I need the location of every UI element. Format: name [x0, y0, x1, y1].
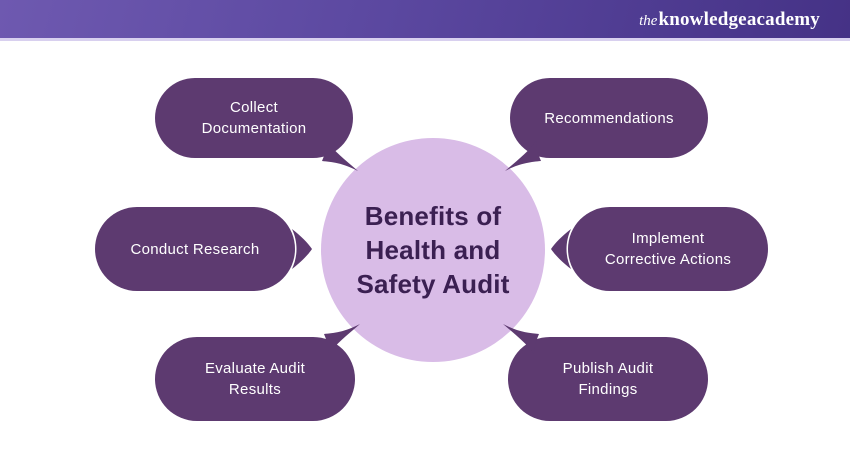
speech-tail-icon: [324, 324, 360, 354]
logo-knowledge: knowledge: [658, 8, 747, 30]
bubble-label: Conduct Research: [130, 240, 260, 258]
logo-academy: academy: [746, 8, 820, 30]
bubble-label: Collect Documentation: [201, 99, 307, 137]
speech-tail-icon: [292, 229, 312, 269]
header-bar: theknowledgeacademy: [0, 0, 850, 41]
bubble-label: Publish Audit Findings: [562, 360, 654, 398]
bubble-evaluate-audit-results: Evaluate Audit Results: [155, 324, 360, 421]
bubble-label: Evaluate Audit Results: [204, 360, 306, 398]
bubble-publish-audit-findings: Publish Audit Findings: [503, 324, 708, 421]
bubble-collect-documentation: Collect Documentation: [155, 78, 358, 171]
bubble-label: Implement Corrective Actions: [604, 230, 732, 268]
speech-tail-icon: [505, 141, 541, 171]
diagram-title-line-3: Safety Audit: [356, 269, 510, 299]
diagram-title-line-1: Benefits of: [364, 201, 502, 231]
bubble-label: Recommendations: [544, 109, 674, 127]
speech-tail-icon: [322, 141, 358, 171]
speech-tail-icon: [551, 229, 571, 269]
diagram-title: Benefits of Health and Safety Audit: [356, 199, 509, 301]
speech-tail-icon: [503, 324, 539, 354]
logo-the: the: [639, 12, 658, 29]
bubble-recommendations: Recommendations: [505, 78, 708, 171]
diagram-title-line-2: Health and: [365, 235, 501, 265]
brand-logo: theknowledgeacademy: [639, 10, 820, 29]
bubble-conduct-research: Conduct Research: [95, 207, 312, 291]
bubble-implement-corrective-actions: Implement Corrective Actions: [551, 207, 768, 291]
center-circle: Benefits of Health and Safety Audit: [321, 138, 545, 362]
